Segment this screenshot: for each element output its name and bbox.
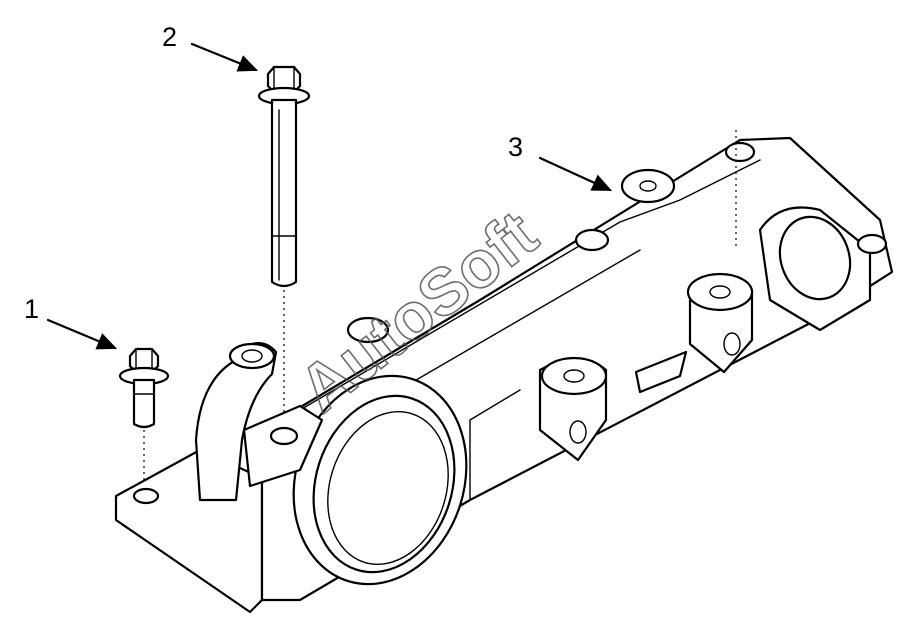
long-bolt — [257, 65, 311, 288]
callout-arrow-3 — [538, 156, 613, 192]
short-bolt — [118, 347, 170, 429]
housing — [114, 136, 894, 614]
callout-label-2: 2 — [162, 22, 177, 52]
callout-arrow-1 — [46, 318, 118, 350]
callout-label-3: 3 — [508, 132, 523, 162]
callout-label-1: 1 — [24, 294, 39, 324]
callout-arrow-2 — [190, 42, 259, 72]
